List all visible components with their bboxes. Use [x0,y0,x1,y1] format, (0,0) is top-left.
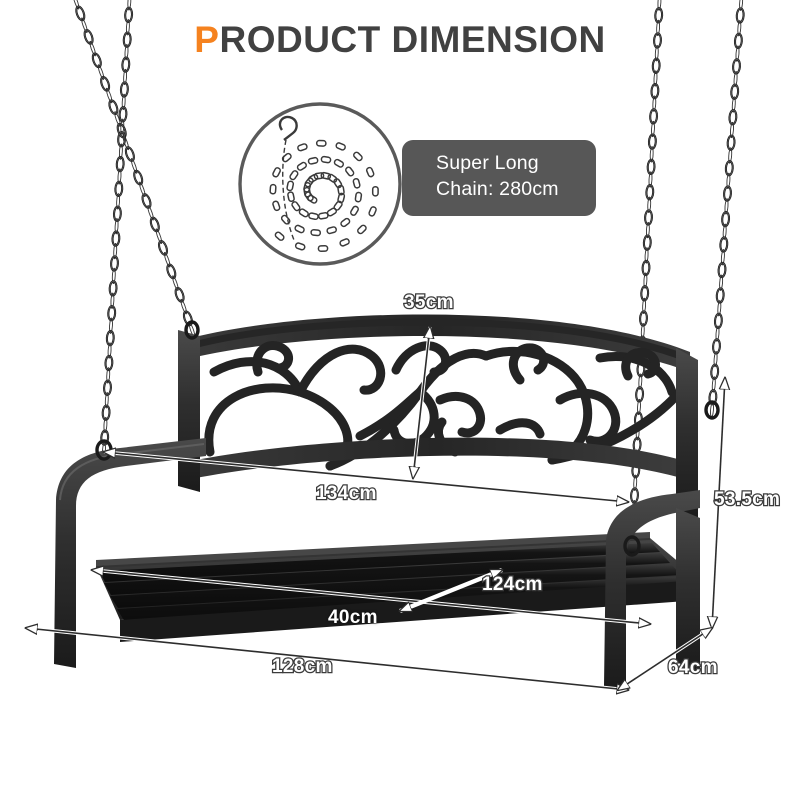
chain-left-rear [71,0,197,339]
seat-rear-rail [96,532,650,568]
chain-right-front [707,0,746,419]
coiled-chain-icon [238,102,402,266]
arrow-124cm [92,570,650,624]
arrow-64cm [618,628,712,690]
arrow-128cm [26,628,628,690]
back-post-right [676,348,698,520]
chain-hook-icon [278,115,298,141]
arrow-40cm [400,570,502,611]
chain-left-front [99,0,134,459]
chain-callout: Super Long Chain: 280cm [236,100,596,268]
chain-callout-badge: Super Long Chain: 280cm [402,140,596,216]
arrow-134cm [104,452,628,502]
chain-callout-line1: Super Long [436,152,539,174]
dimension-arrows [26,327,725,690]
back-post-left [178,330,200,492]
chain-callout-line2: Chain: 280cm [436,177,559,200]
arrow-535cm [712,378,725,628]
